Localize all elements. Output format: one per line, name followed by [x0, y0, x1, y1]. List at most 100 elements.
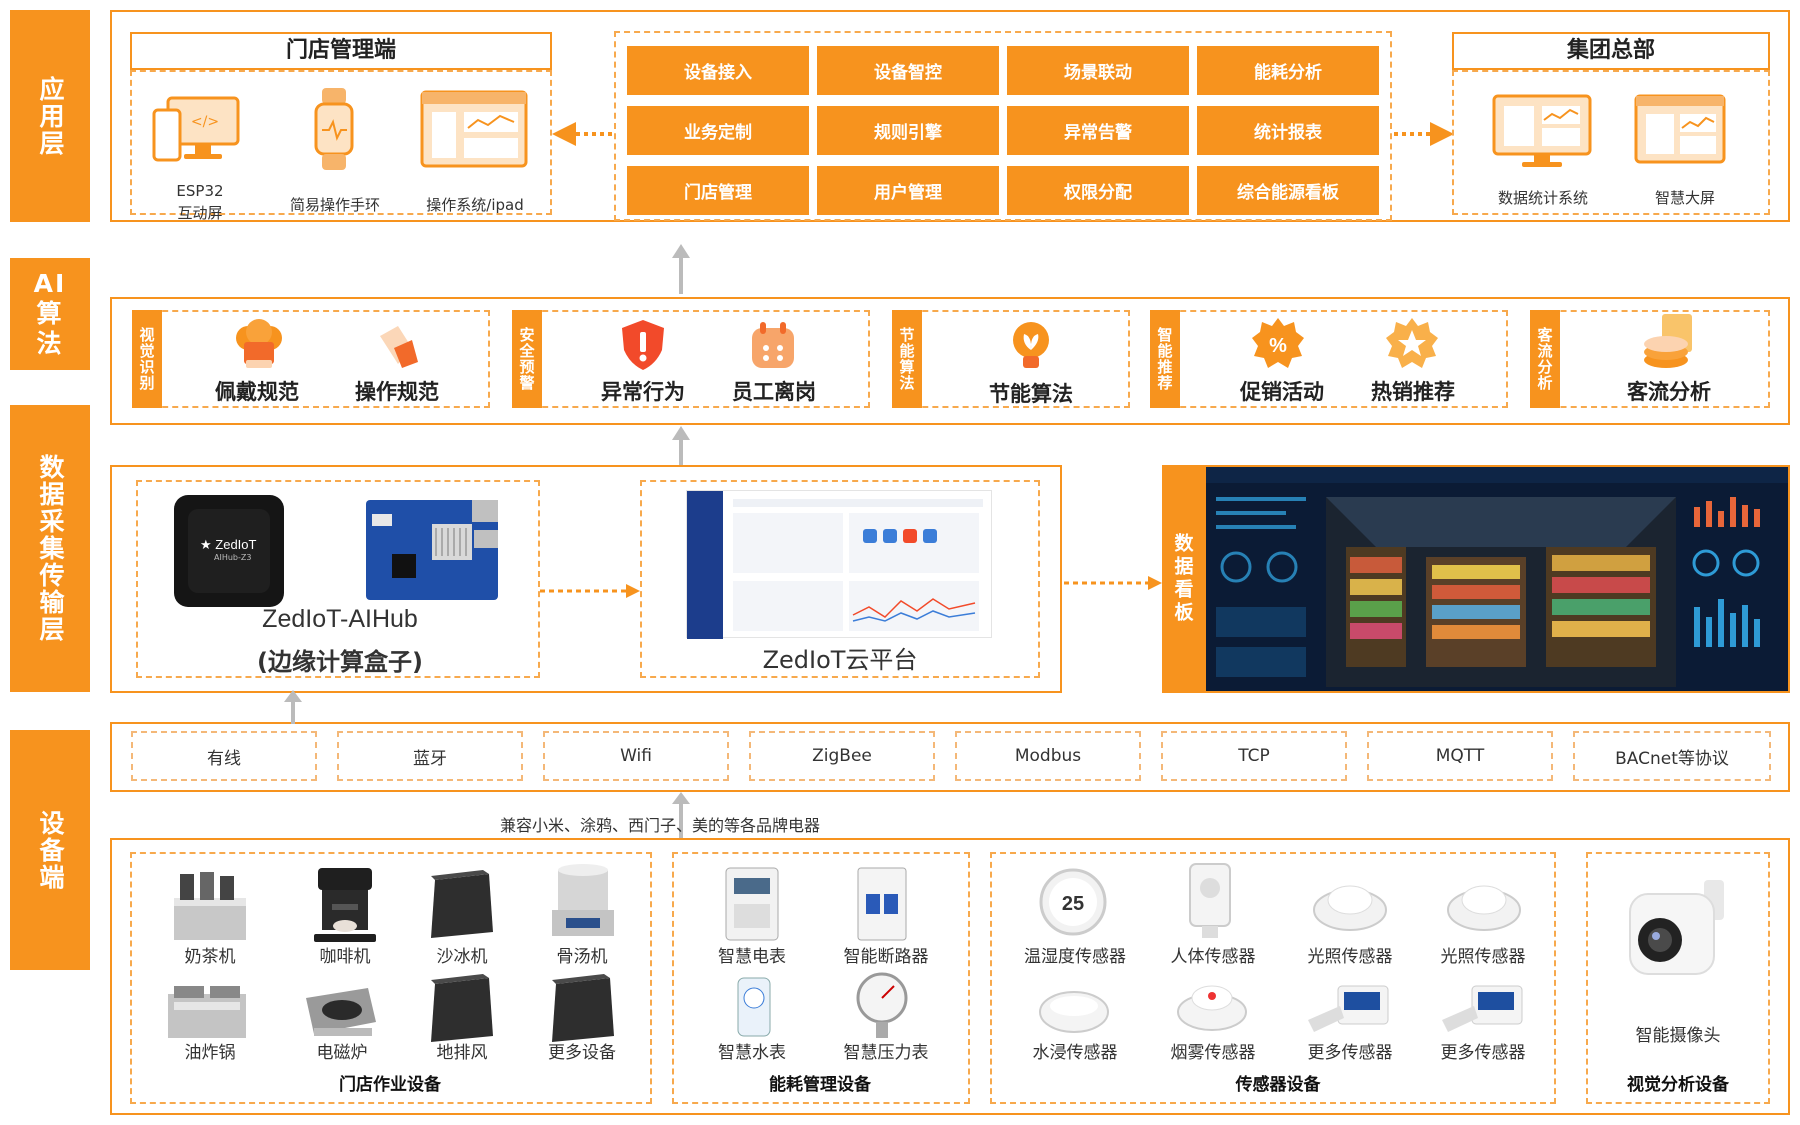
vision-group	[1586, 852, 1770, 1104]
monitor-stats-icon	[1490, 92, 1594, 176]
device-label-exhaust: 地排风	[436, 1043, 488, 1063]
device-label-more: 更多设备	[548, 1043, 616, 1063]
glove-icon	[368, 318, 422, 376]
store-item-label-2: 简易操作手环	[289, 196, 380, 214]
ai-item-hot-recommend: 热销推荐	[1371, 380, 1455, 404]
protocol-modbus: Modbus	[955, 731, 1141, 781]
temp-humidity-sensor-icon: 25	[1038, 864, 1108, 944]
store-mgmt-box	[130, 70, 552, 215]
hq-box	[1452, 70, 1770, 215]
store-mgmt-title: 门店管理端	[130, 32, 552, 70]
camera-icon	[1620, 874, 1734, 998]
device-label-coffee: 咖啡机	[319, 947, 371, 967]
star-badge-icon	[1384, 316, 1440, 376]
light-sensor-icon	[1310, 870, 1390, 938]
ai-item-wear-rule: 佩戴规范	[215, 380, 299, 404]
ai-tag-traffic: 客流分析	[1530, 310, 1560, 408]
feature-button-1[interactable]: 设备接入	[627, 46, 809, 95]
ai-item-energy-algo: 节能算法	[989, 382, 1073, 406]
floor-exhaust-icon	[425, 972, 499, 1048]
circuit-breaker-icon	[852, 864, 912, 948]
aihub-brand: ZedIoT	[215, 537, 257, 552]
motion-sensor-icon	[1180, 860, 1240, 944]
sensor-group	[990, 852, 1556, 1104]
soup-machine-icon	[546, 862, 620, 946]
sensor-label-smoke: 烟雾传感器	[1170, 1043, 1256, 1063]
layer-tab-ai-line2: 算	[36, 299, 64, 328]
feature-button-9[interactable]: 门店管理	[627, 166, 809, 215]
ai-layer-frame	[110, 297, 1790, 425]
device-layer-frame	[110, 838, 1790, 1115]
sensor-label-more-1: 更多传感器	[1307, 1043, 1393, 1063]
calendar-icon	[746, 318, 800, 376]
svg-text:%: %	[1269, 335, 1287, 357]
cloud-platform-screenshot	[686, 490, 992, 639]
arrow-left-icon	[552, 122, 614, 150]
group-title-sensors: 传感器设备	[1235, 1075, 1321, 1095]
feature-button-3[interactable]: 场景联动	[1007, 46, 1189, 95]
compat-note: 兼容小米、涂鸦、西门子、美的等各品牌电器	[500, 816, 821, 835]
arrow-right-icon	[540, 582, 640, 604]
arrow-up-icon	[672, 244, 690, 298]
hq-item-label-2: 智慧大屏	[1654, 189, 1715, 207]
group-title-vision: 视觉分析设备	[1627, 1075, 1729, 1095]
group-title-store-ops: 门店作业设备	[339, 1075, 441, 1095]
ai-tag-energy: 节能算法	[892, 310, 922, 408]
feature-button-4[interactable]: 能耗分析	[1197, 46, 1379, 95]
protocol-zigbee: ZigBee	[749, 731, 935, 781]
store-item-label-1: ESP32 互动屏	[176, 182, 224, 222]
alert-shield-icon	[616, 318, 670, 376]
svg-text:</>: </>	[191, 114, 219, 130]
sensor-label-temp: 温湿度传感器	[1024, 947, 1126, 967]
smart-band-icon	[312, 88, 356, 176]
protocol-wired: 有线	[131, 731, 317, 781]
responsive-screen-icon: </>	[150, 90, 250, 172]
ai-item-operation-rule: 操作规范	[355, 380, 439, 404]
store-item-label-3: 操作系统/ipad	[426, 196, 524, 214]
arrow-up-icon	[284, 690, 302, 728]
group-title-energy: 能耗管理设备	[769, 1075, 871, 1095]
ai-tag-recommend: 智能推荐	[1150, 310, 1180, 408]
fryer-icon	[164, 978, 250, 1046]
ai-item-staff-leave: 员工离岗	[732, 380, 816, 404]
device-label-soup: 骨汤机	[556, 947, 608, 967]
arrow-right-icon	[1392, 122, 1454, 150]
svg-text:25: 25	[1062, 893, 1084, 915]
feature-grid-box	[614, 31, 1392, 221]
dashboard-window-icon	[420, 90, 530, 174]
device-label-fryer: 油炸锅	[184, 1043, 236, 1063]
aihub-brand-text: ★ ZedIoT	[200, 537, 257, 552]
sensor-label-leak: 水浸传感器	[1032, 1043, 1118, 1063]
layer-tab-ai-line3: 法	[36, 329, 64, 358]
arrow-up-icon	[672, 426, 690, 480]
hq-title: 集团总部	[1452, 32, 1770, 70]
light-sensor-icon	[1444, 870, 1524, 938]
feature-button-10[interactable]: 用户管理	[817, 166, 999, 215]
layer-tab-ai: AI 算 法	[10, 258, 90, 370]
aihub-model-text: AIHub-Z3	[214, 553, 252, 562]
hq-item-label-1: 数据统计系统	[1497, 189, 1588, 207]
water-meter-icon	[734, 974, 774, 1044]
protocol-mqtt: MQTT	[1367, 731, 1553, 781]
ai-item-promotion: 促销活动	[1240, 380, 1324, 404]
ai-tag-safety: 安全预警	[512, 310, 542, 408]
device-label-pressure: 智慧压力表	[843, 1043, 929, 1063]
coffee-machine-icon	[310, 864, 380, 948]
sensor-label-motion: 人体传感器	[1170, 947, 1256, 967]
sensor-label-more-2: 更多传感器	[1440, 1043, 1526, 1063]
feature-button-8[interactable]: 统计报表	[1197, 106, 1379, 155]
feature-button-7[interactable]: 异常告警	[1007, 106, 1189, 155]
ai-tag-vision: 视觉识别	[132, 310, 162, 408]
data-board-tag: 数据看板	[1162, 465, 1204, 693]
feature-button-6[interactable]: 规则引擎	[817, 106, 999, 155]
layer-tab-device: 设备端	[10, 730, 90, 970]
layer-tab-data: 数据采集传输层	[10, 405, 90, 692]
feature-button-12[interactable]: 综合能源看板	[1197, 166, 1379, 215]
feature-button-5[interactable]: 业务定制	[627, 106, 809, 155]
feature-button-2[interactable]: 设备智控	[817, 46, 999, 95]
circuit-board-image	[362, 494, 502, 606]
pressure-gauge-icon	[852, 970, 912, 1044]
ai-item-abnormal-behavior: 异常行为	[601, 380, 685, 404]
device-label-induction: 电磁炉	[316, 1043, 368, 1063]
feature-button-11[interactable]: 权限分配	[1007, 166, 1189, 215]
